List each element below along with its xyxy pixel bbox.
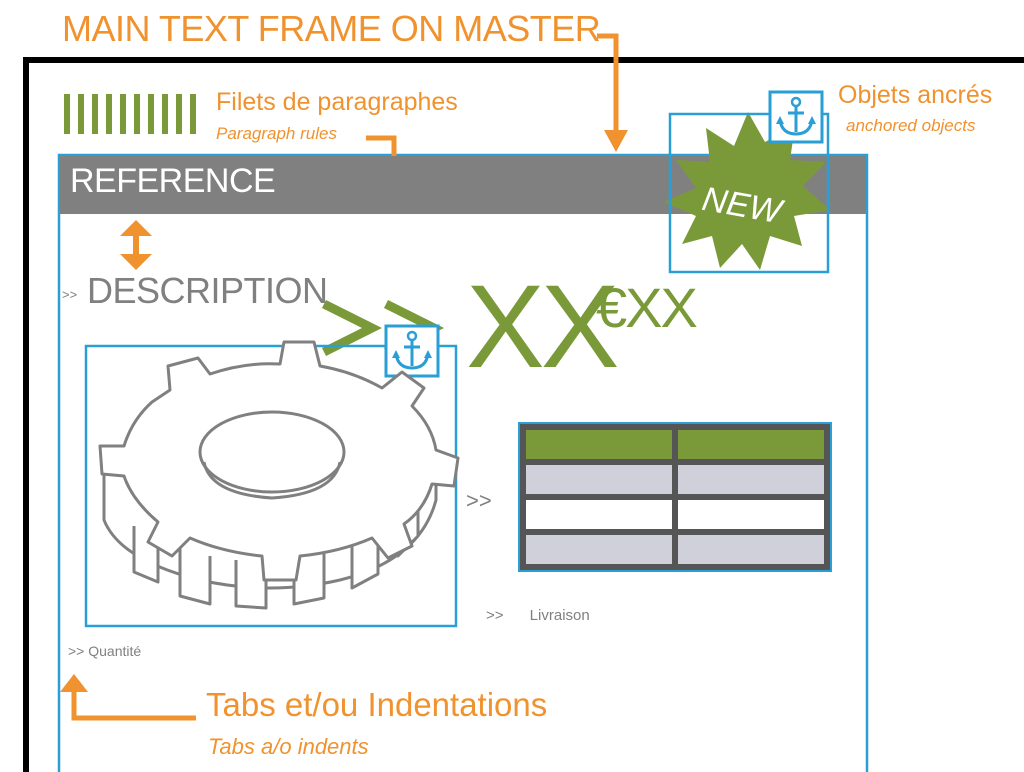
- table-cell: [678, 500, 824, 529]
- main-text-frame: [57, 153, 869, 772]
- paragraph-rules-label-en: Paragraph rules: [216, 124, 337, 143]
- anchored-objects-label-en: anchored objects: [846, 116, 976, 135]
- arrow-icon: [60, 674, 88, 692]
- quantite-text: >> Quantité: [68, 643, 142, 659]
- gear-icon: [98, 340, 460, 610]
- reference-text: REFERENCE: [70, 162, 276, 200]
- table-header-cell: [678, 430, 824, 459]
- spacing-arrow-icon: [120, 220, 152, 270]
- table-tab-marker: >>: [466, 488, 492, 513]
- table-cell: [526, 465, 672, 494]
- arrow-icon: [71, 688, 196, 721]
- anchored-frame-badge: [668, 112, 830, 274]
- starburst-badge: [664, 112, 830, 270]
- table-cell: [526, 535, 672, 564]
- table-header-cell: [526, 430, 672, 459]
- description-tab-marker: >>: [62, 287, 78, 302]
- paragraph-rule-icon: [64, 94, 196, 134]
- anchor-icon: [768, 90, 824, 144]
- paragraph-rules-label-fr: Filets de paragraphes: [216, 88, 458, 116]
- tabs-label-en: Tabs a/o indents: [208, 734, 369, 759]
- price-superscript: €XX: [596, 276, 698, 339]
- master-frame-border: [23, 57, 1024, 772]
- description-text: DESCRIPTION: [87, 270, 328, 311]
- arrow-icon: [597, 33, 619, 132]
- anchor-icon: [384, 324, 440, 378]
- table-cell: [526, 500, 672, 529]
- anchored-table: [518, 422, 832, 572]
- anchored-frame-gear: [84, 344, 458, 628]
- livraison-text: >> Livraison: [486, 607, 590, 624]
- anchored-objects-label-fr: Objets ancrés: [838, 81, 993, 109]
- table-cell: [678, 465, 824, 494]
- arrow-icon: [604, 130, 628, 152]
- tabs-label-fr: Tabs et/ou Indentations: [206, 686, 548, 723]
- table-cell: [678, 535, 824, 564]
- main-frame-label: MAIN TEXT FRAME ON MASTER: [62, 8, 601, 49]
- price-main: XX: [466, 261, 619, 393]
